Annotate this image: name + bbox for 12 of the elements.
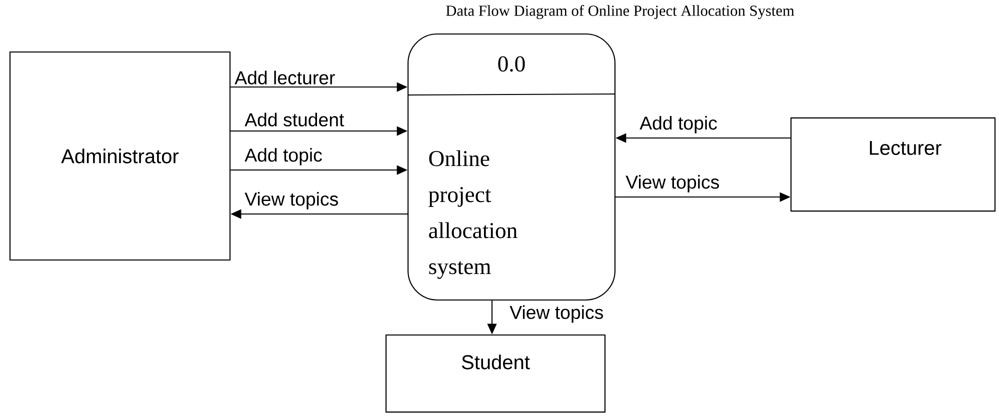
edge-label: View topics (243, 190, 340, 211)
edge-label: Add topic (243, 146, 324, 167)
process-box: 0.0 Online project allocation system (408, 33, 616, 301)
entity-box: Student (386, 334, 606, 413)
edge-label: Add student (243, 111, 346, 128)
edge-label: View topics (624, 174, 722, 194)
edge-label: Add lecturer (233, 69, 337, 86)
entity-box: Lecturer (790, 117, 996, 212)
edge-label: View topics (508, 304, 605, 324)
edge-label: Add topic (638, 114, 719, 135)
diagram-title: Data Flow Diagram of Online Project Allocation System (446, 4, 794, 20)
entity-box: Administrator (9, 51, 231, 261)
